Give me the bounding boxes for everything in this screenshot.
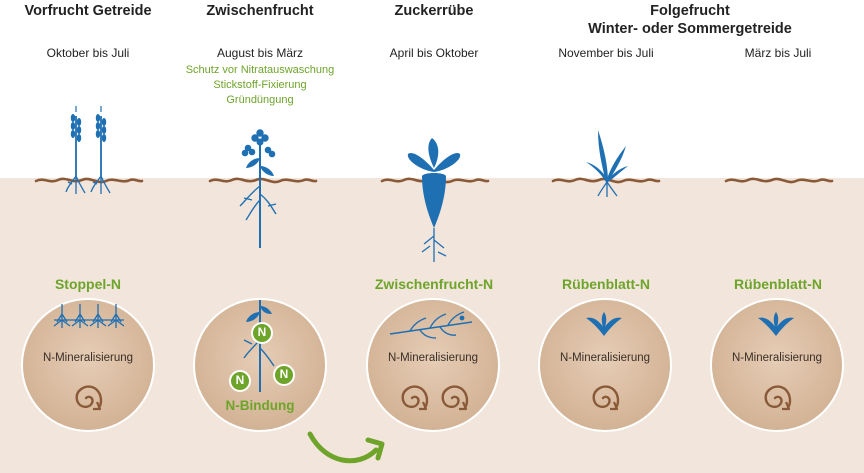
- stage-sugar-beet: Zuckerrübe April bis Oktober: [348, 0, 520, 61]
- sugar-beet-icon: [407, 138, 461, 262]
- circle-label: N-Mineralisierung: [731, 352, 823, 364]
- stage-period: Oktober bis Juli: [46, 46, 130, 60]
- stage-catch-crop: Zwischenfrucht August bis März Schutz vo…: [174, 0, 346, 108]
- benefit-item: Gründüngung: [226, 94, 294, 106]
- n-source-label: Rübenblatt-N: [562, 276, 650, 292]
- seedling-icon: [586, 130, 628, 197]
- stage-title-line2: Winter- oder Sommergetreide: [588, 21, 792, 37]
- circle-label: N-Bindung: [225, 398, 295, 413]
- n-badge-letter: N: [235, 373, 245, 387]
- n-badge-letter: N: [257, 325, 267, 339]
- stage-title-line1: Folgefrucht: [650, 3, 730, 19]
- stage-period: März bis Juli: [744, 46, 812, 60]
- stage-period: April bis Oktober: [389, 46, 479, 60]
- n-source-label: Zwischenfrucht-N: [374, 276, 494, 292]
- stage-following-crop-summer: März bis Juli: [692, 46, 864, 61]
- benefit-item: Stickstoff-Fixierung: [213, 79, 307, 91]
- root-binding-icon: [243, 300, 275, 392]
- stage-title: Zwischenfrucht: [206, 3, 314, 19]
- benefit-item: Schutz vor Nitratauswaschung: [185, 64, 335, 76]
- n-source-label: Stoppel-N: [54, 276, 122, 292]
- n-badge-letter: N: [279, 367, 289, 381]
- circle-label: N-Mineralisierung: [387, 352, 479, 364]
- wheat-icon: [65, 105, 111, 195]
- stage-title: Zuckerrübe: [394, 3, 474, 19]
- circle-label: N-Mineralisierung: [559, 352, 651, 364]
- catch-crop-plant-icon: [239, 129, 277, 248]
- transfer-arrow-icon: [307, 431, 385, 464]
- catch-crop-residue-icon: [389, 311, 473, 339]
- stage-period: November bis Juli: [558, 46, 654, 60]
- stage-previous-crop: Vorfrucht Getreide Oktober bis Juli: [2, 0, 174, 61]
- n-source-label: Rübenblatt-N: [734, 276, 822, 292]
- stage-period: August bis März: [216, 46, 304, 60]
- stubble-residue-icon: [53, 303, 125, 329]
- stage-title: Vorfrucht Getreide: [24, 3, 152, 19]
- circle-label: N-Mineralisierung: [42, 352, 134, 364]
- stage-following-crop-winter: November bis Juli: [520, 46, 692, 61]
- stage-following-crop-title: Folgefrucht Winter- oder Sommergetreide: [560, 2, 820, 38]
- soil-circles: [21, 298, 844, 432]
